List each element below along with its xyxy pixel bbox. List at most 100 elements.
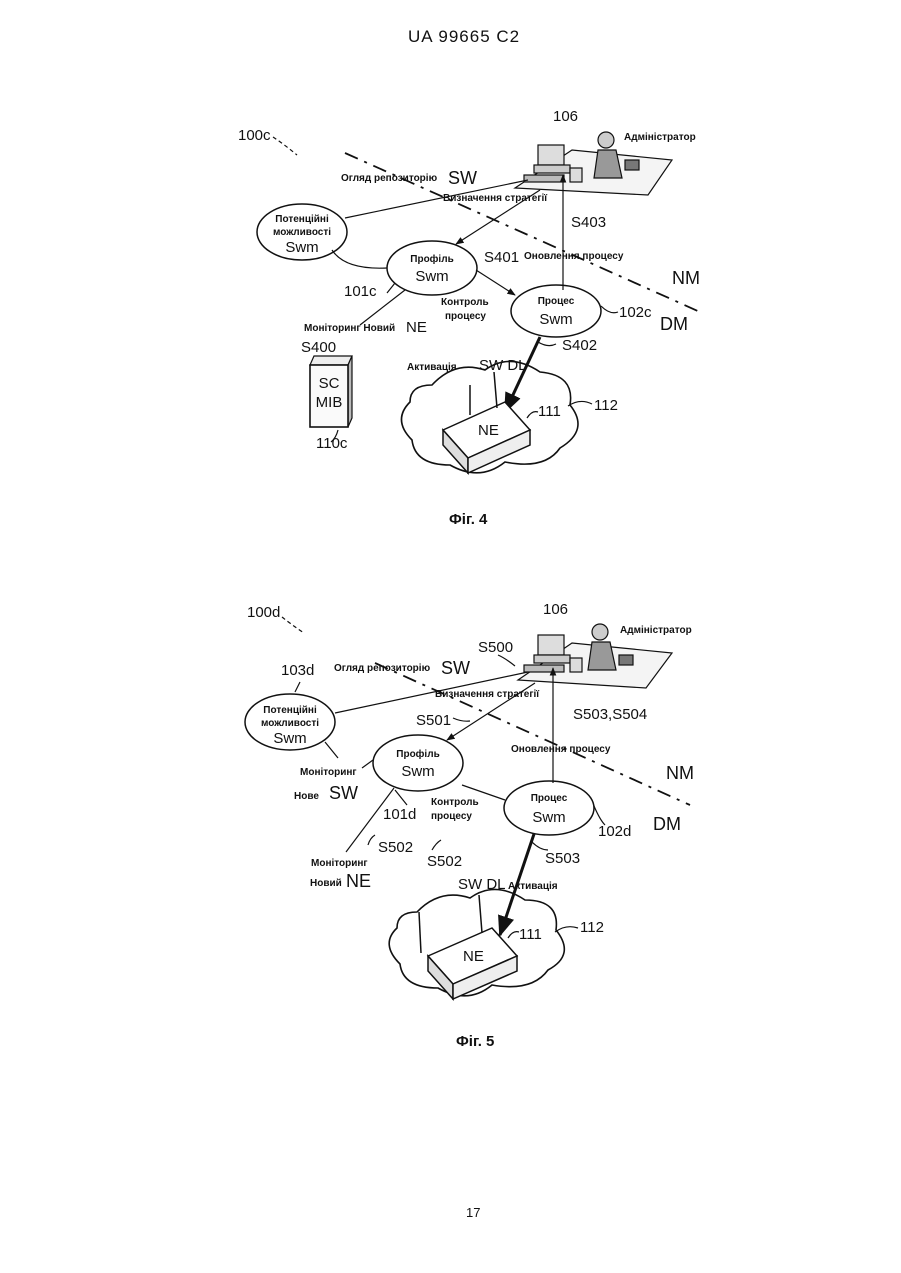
profile-monitor-line: [362, 760, 373, 768]
ref-101c: [387, 283, 395, 293]
label-control1: Контроль: [441, 297, 489, 308]
label-sw: SW: [448, 168, 477, 188]
label-106: 106: [553, 108, 578, 125]
label-cap-swm: Swm: [285, 239, 318, 256]
label-101d: 101d: [383, 806, 416, 823]
label-s403: S403: [571, 214, 606, 231]
s401-arrow: [476, 270, 515, 295]
label-cap1-5: Потенційні: [263, 705, 317, 716]
label-profile-swm: Swm: [415, 268, 448, 285]
label-cap-swm-5: Swm: [273, 730, 306, 747]
label-process-swm-5: Swm: [532, 809, 565, 826]
ref-103d: [295, 682, 300, 692]
label-activation-5: Активація: [508, 881, 558, 892]
label-admin: Адміністратор: [624, 132, 696, 143]
label-102d: 102d: [598, 823, 631, 840]
cap-profile-line: [332, 250, 387, 268]
page-number: 17: [466, 1205, 480, 1220]
label-sw-5: SW: [441, 658, 470, 678]
label-new-5: Нове: [294, 791, 319, 802]
label-cap1: Потенційні: [275, 214, 329, 225]
ref-112-5: [555, 927, 578, 932]
label-s402: S402: [562, 337, 597, 354]
label-mib: MIB: [316, 394, 343, 411]
ref-101d: [395, 790, 407, 805]
label-dm-5: DM: [653, 814, 681, 834]
label-cap2-5: можливості: [261, 718, 319, 729]
label-110c: 110c: [316, 435, 348, 452]
label-new-ne-ne-5: NE: [346, 871, 371, 891]
label-sw-dl-5: SW DL: [458, 876, 506, 893]
label-monitoring-ne-5: Моніторинг: [311, 858, 368, 869]
label-103d: 103d: [281, 662, 314, 679]
label-activation: Активація: [407, 362, 457, 373]
label-s400: S400: [301, 339, 336, 356]
label-s503-s504: S503,S504: [573, 706, 647, 723]
label-s502-a: S502: [378, 839, 413, 856]
label-100c: 100c: [238, 127, 271, 144]
label-100d: 100d: [247, 604, 280, 621]
ref-112: [568, 401, 592, 406]
cap-monitor-line: [325, 742, 338, 758]
label-s500: S500: [478, 639, 513, 656]
label-process-5: Процес: [531, 793, 568, 804]
label-111-5: 111: [519, 926, 542, 943]
label-repo-review-5: Огляд репозиторію: [334, 663, 431, 674]
label-s401: S401: [484, 249, 519, 266]
label-106-5: 106: [543, 601, 568, 618]
label-profile: Профіль: [410, 253, 453, 265]
label-s503: S503: [545, 850, 580, 867]
system-pointer-5: [282, 617, 304, 633]
ref-s402: [538, 342, 556, 346]
label-nm-5: NM: [666, 763, 694, 783]
label-101c: 101c: [344, 283, 377, 300]
label-new-sw-5: SW: [329, 783, 358, 803]
figure-5-caption: Фіг. 5: [456, 1033, 494, 1050]
ref-102c: [601, 306, 618, 313]
label-repo-review: Огляд репозиторію: [341, 173, 438, 184]
ref-s501: [453, 718, 470, 721]
label-process: Процес: [538, 296, 575, 307]
ref-s502-b: [432, 840, 441, 850]
figure-4-caption: Фіг. 4: [449, 511, 487, 528]
label-control1-5: Контроль: [431, 797, 479, 808]
ne-device-icon-5: [419, 895, 517, 999]
ref-s503: [532, 842, 548, 850]
label-monitoring-5: Моніторинг: [300, 767, 357, 778]
label-profile-swm-5: Swm: [401, 763, 434, 780]
label-strategy: Визначення стратегії: [443, 193, 547, 204]
label-process-update-5: Оновлення процесу: [511, 744, 611, 755]
label-mib-sc: SC: [319, 375, 340, 392]
ref-111: [527, 412, 538, 418]
label-strategy-5: Визначення стратегії: [435, 689, 539, 700]
label-ne: NE: [478, 422, 499, 439]
label-new-ne-5: Новий: [310, 878, 342, 889]
label-control2: процесу: [445, 311, 486, 322]
label-nm: NM: [672, 268, 700, 288]
label-dm: DM: [660, 314, 688, 334]
label-profile-5: Профіль: [396, 748, 439, 760]
activation-arrow: [505, 337, 540, 412]
label-112-5: 112: [580, 919, 604, 936]
label-cap2: можливості: [273, 227, 331, 238]
label-admin-5: Адміністратор: [620, 625, 692, 636]
label-112: 112: [594, 397, 618, 414]
label-process-update: Оновлення процесу: [524, 251, 624, 262]
label-ne-5: NE: [463, 948, 484, 965]
label-102c: 102c: [619, 304, 652, 321]
admin-workstation-icon: [515, 145, 672, 195]
label-monitoring: Моніторинг Новий: [304, 323, 395, 334]
ref-s502-a: [368, 835, 375, 845]
label-monitoring-ne: NE: [406, 319, 427, 336]
label-111: 111: [538, 403, 561, 420]
label-control2-5: процесу: [431, 811, 472, 822]
label-s502-b: S502: [427, 853, 462, 870]
label-sw-dl: SW DL: [479, 357, 527, 374]
system-pointer: [273, 137, 297, 155]
ref-s500: [498, 655, 515, 666]
ref-111-5: [508, 932, 519, 938]
process-ellipse-5: [504, 781, 594, 835]
label-process-swm: Swm: [539, 311, 572, 328]
label-s501: S501: [416, 712, 451, 729]
